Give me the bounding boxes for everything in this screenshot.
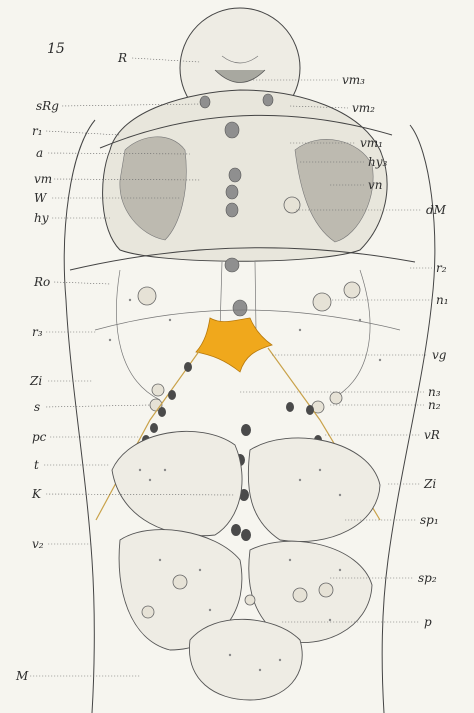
label-r3: r₃ [32, 325, 43, 339]
label-n2: n₂ [428, 398, 441, 412]
label-p: p [424, 615, 432, 629]
label-r1: r₁ [32, 124, 43, 138]
label-vm1: vm₁ [360, 136, 383, 150]
label-r2: r₂ [436, 261, 447, 275]
label-vn: vn [368, 178, 383, 192]
brain-ganglion [196, 318, 272, 372]
label-n1: n₁ [436, 293, 449, 307]
figure-number: 15 [47, 41, 65, 57]
label-W: W [34, 191, 48, 205]
label-K: K [31, 487, 42, 501]
label-M: M [15, 669, 29, 683]
label-R: R [117, 51, 127, 65]
label-vR: vR [424, 428, 440, 442]
label-dM: dM [426, 203, 447, 217]
label-a: a [36, 146, 43, 160]
label-vm: vm [34, 172, 52, 186]
label-sp1: sp₁ [420, 513, 439, 527]
label-vm2: vm₂ [352, 101, 375, 115]
label-t: t [34, 458, 39, 472]
label-pc: pc [32, 430, 47, 444]
label-sp2: sp₂ [418, 571, 437, 585]
label-vg: vg [432, 348, 447, 362]
label-v2: v₂ [32, 537, 44, 551]
label-Zi: Zi [29, 374, 42, 388]
label-sRg: sRg [36, 99, 59, 113]
label-s: s [34, 400, 40, 414]
label-n3: n₃ [428, 385, 441, 399]
label-Zi-right: Zi [423, 477, 436, 491]
stomach-lobes [112, 431, 380, 700]
label-Ro: Ro [33, 275, 50, 289]
label-hy3: hy₃ [368, 155, 388, 169]
label-hy: hy [34, 211, 49, 225]
label-vm3: vm₃ [342, 73, 365, 87]
